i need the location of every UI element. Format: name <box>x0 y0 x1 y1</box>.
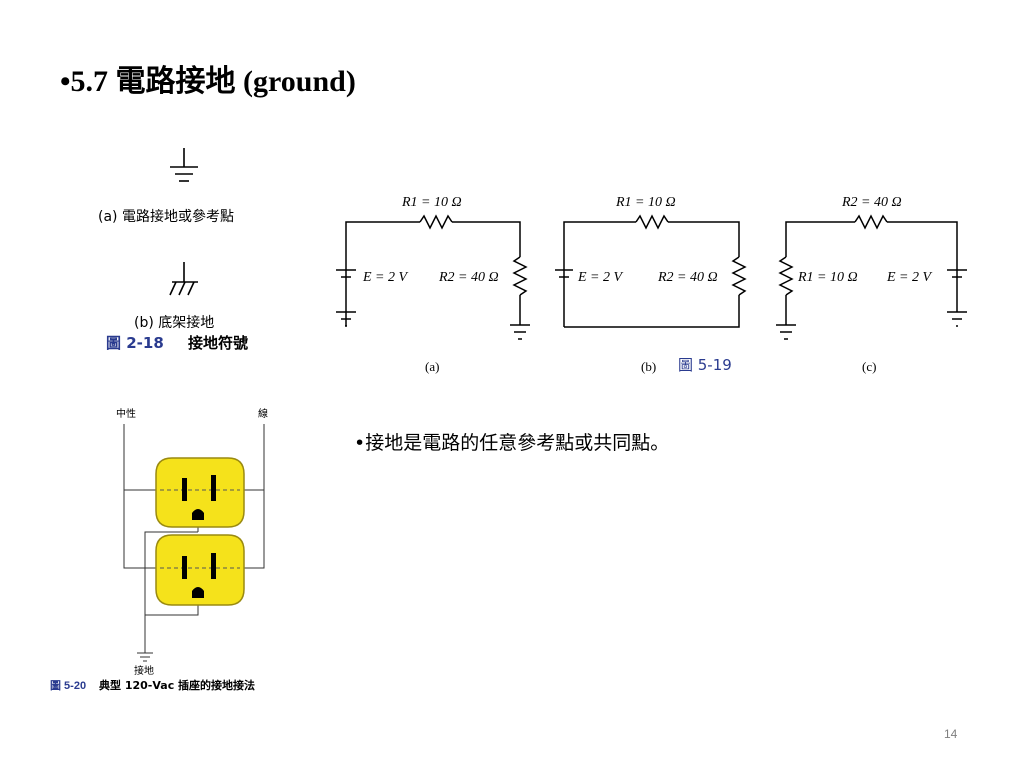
fig-2-18-caption-a: (a) 電路接地或參考點 <box>98 208 234 225</box>
resistor-r1-icon <box>419 214 453 230</box>
circuit-c <box>776 214 967 340</box>
outlet-ground-label: 接地 <box>134 664 154 677</box>
circuit-b-r-side-label: R2 = 40 Ω <box>657 270 718 285</box>
circuit-labels: R1 = 10 Ω E = 2 V R2 = 40 Ω (a) R1 = 10 … <box>362 195 932 374</box>
circuit-a-r-side-label: R2 = 40 Ω <box>438 270 499 285</box>
circuit-b-e-label: E = 2 V <box>577 270 623 285</box>
chassis-ground-icon <box>169 262 198 296</box>
circuit-a <box>336 214 530 340</box>
circuit-ground-icon <box>170 148 198 182</box>
circuit-b-r-top-label: R1 = 10 Ω <box>615 195 676 210</box>
outlet-wiring <box>123 424 265 662</box>
resistor-r2-icon <box>731 256 747 296</box>
resistor-r1-icon <box>778 256 794 296</box>
circuit-c-r-side-label: R1 = 10 Ω <box>797 270 858 285</box>
circuit-c-label: (c) <box>862 359 876 374</box>
outlet-figure-5-20: 中性 線 接地 圖 5-20 典型 120-Vac 插座的接地接法 <box>50 407 268 692</box>
circuit-b <box>555 214 747 328</box>
fig-5-20-label: 圖 5-20 <box>50 679 86 692</box>
circuit-a-r-top-label: R1 = 10 Ω <box>401 195 462 210</box>
ground-symbols-figure: (a) 電路接地或參考點 (b) 底架接地 圖 2-18 接地符號 <box>98 148 248 352</box>
circuit-c-r-top-label: R2 = 40 Ω <box>841 195 902 210</box>
fig-2-18-title: 接地符號 <box>188 334 248 352</box>
outlet-line-label: 線 <box>258 407 268 420</box>
resistor-r2-icon <box>854 214 888 230</box>
fig-5-20-title: 典型 120-Vac 插座的接地接法 <box>99 678 255 692</box>
fig-2-18-label: 圖 2-18 <box>106 334 164 352</box>
circuit-a-label: (a) <box>425 359 439 374</box>
fig-2-18-caption-b: (b) 底架接地 <box>134 314 214 331</box>
bullet-ground-definition: •接地是電路的任意參考點或共同點。 <box>354 432 670 454</box>
outlet-neutral-label: 中性 <box>116 407 136 420</box>
circuit-a-e-label: E = 2 V <box>362 270 408 285</box>
outlet-bottom <box>155 534 245 606</box>
resistor-r1-icon <box>635 214 669 230</box>
circuit-figure-5-19 <box>336 214 967 340</box>
slide-title: •5.7 電路接地 (ground) <box>60 65 356 98</box>
page-number: 14 <box>944 727 958 741</box>
circuit-b-label: (b) <box>641 359 656 374</box>
resistor-r2-icon <box>512 256 528 296</box>
outlet-top <box>155 457 245 528</box>
fig-5-19-label: 圖 5-19 <box>678 356 732 374</box>
circuit-c-e-label: E = 2 V <box>886 270 932 285</box>
